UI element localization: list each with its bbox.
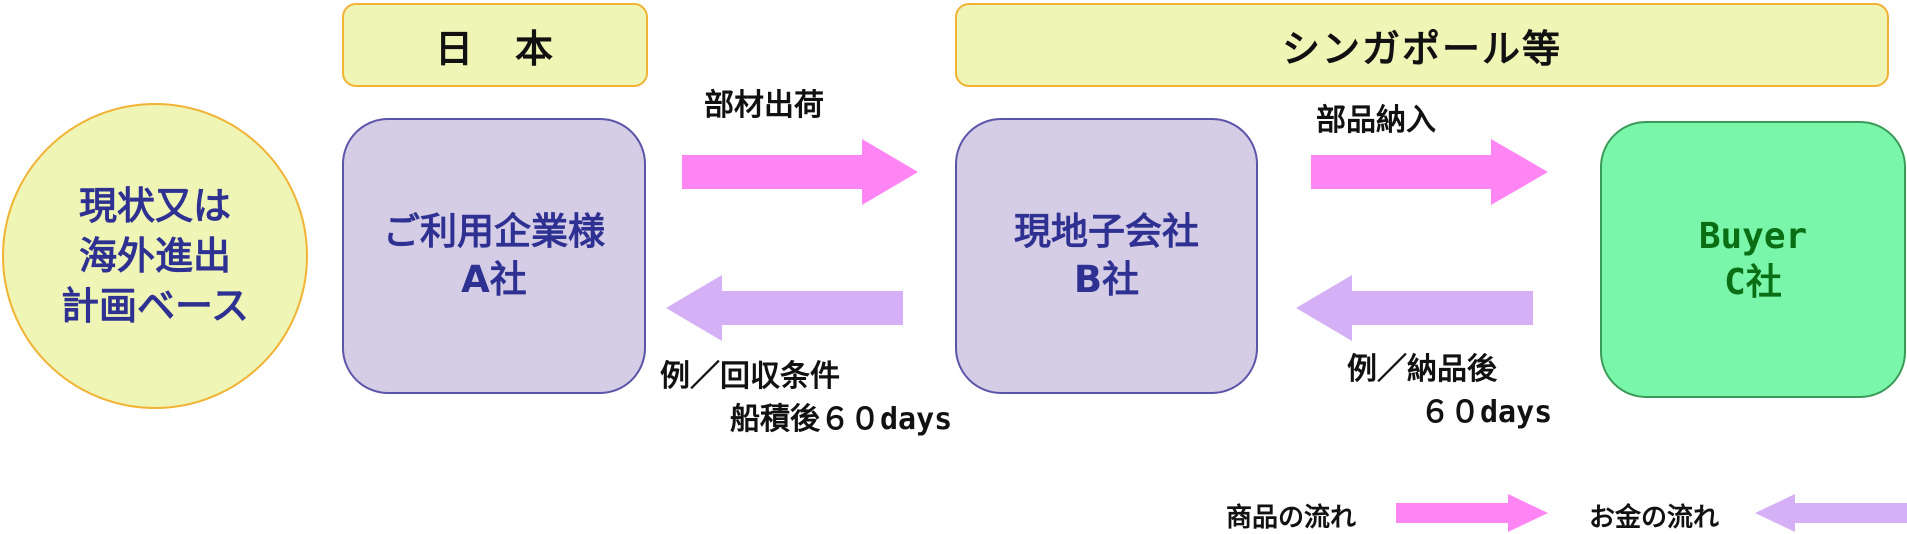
circle-line-2: 海外進出 [78,234,231,278]
buyer-c-box: Buyer C社 [1600,121,1906,398]
label-collection-days: 船積後６０days [730,402,953,437]
circle-line-3: 計画ベース [60,284,250,328]
company-a-name: ご利用企業様 [383,210,605,253]
goods-arrow-a-to-b [682,139,918,205]
buyer-c-name: Buyer [1698,215,1808,257]
legend-goods-arrow [1396,494,1548,532]
header-singapore: シンガポール等 [955,3,1889,87]
label-collection-terms: 例／回収条件 [660,359,840,394]
subsidiary-b-box: 現地子会社 B社 [955,118,1258,394]
buyer-c-code: C社 [1724,261,1782,303]
company-a-code: A社 [461,258,527,301]
legend-money-flow: お金の流れ [1589,503,1720,533]
label-after-delivery-days: ６０days [1420,395,1553,430]
circle-line-1: 現状又は [78,184,231,228]
status-circle: 現状又は 海外進出 計画ベース [2,103,308,409]
header-singapore-label: シンガポール等 [1281,26,1562,71]
label-materials-shipment: 部材出荷 [704,88,824,123]
money-arrow-c-to-b [1296,275,1533,341]
label-after-delivery: 例／納品後 [1347,352,1497,387]
goods-arrow-b-to-c [1311,139,1548,205]
legend-goods-flow: 商品の流れ [1226,503,1357,533]
header-japan: 日 本 [342,3,648,87]
company-a-box: ご利用企業様 A社 [342,118,646,394]
legend-money-arrow [1755,494,1907,532]
money-arrow-b-to-a [666,275,903,341]
header-japan-label: 日 本 [434,26,555,71]
subsidiary-b-code: B社 [1073,258,1140,301]
subsidiary-b-name: 現地子会社 [1014,210,1199,253]
label-parts-delivery: 部品納入 [1316,103,1436,138]
